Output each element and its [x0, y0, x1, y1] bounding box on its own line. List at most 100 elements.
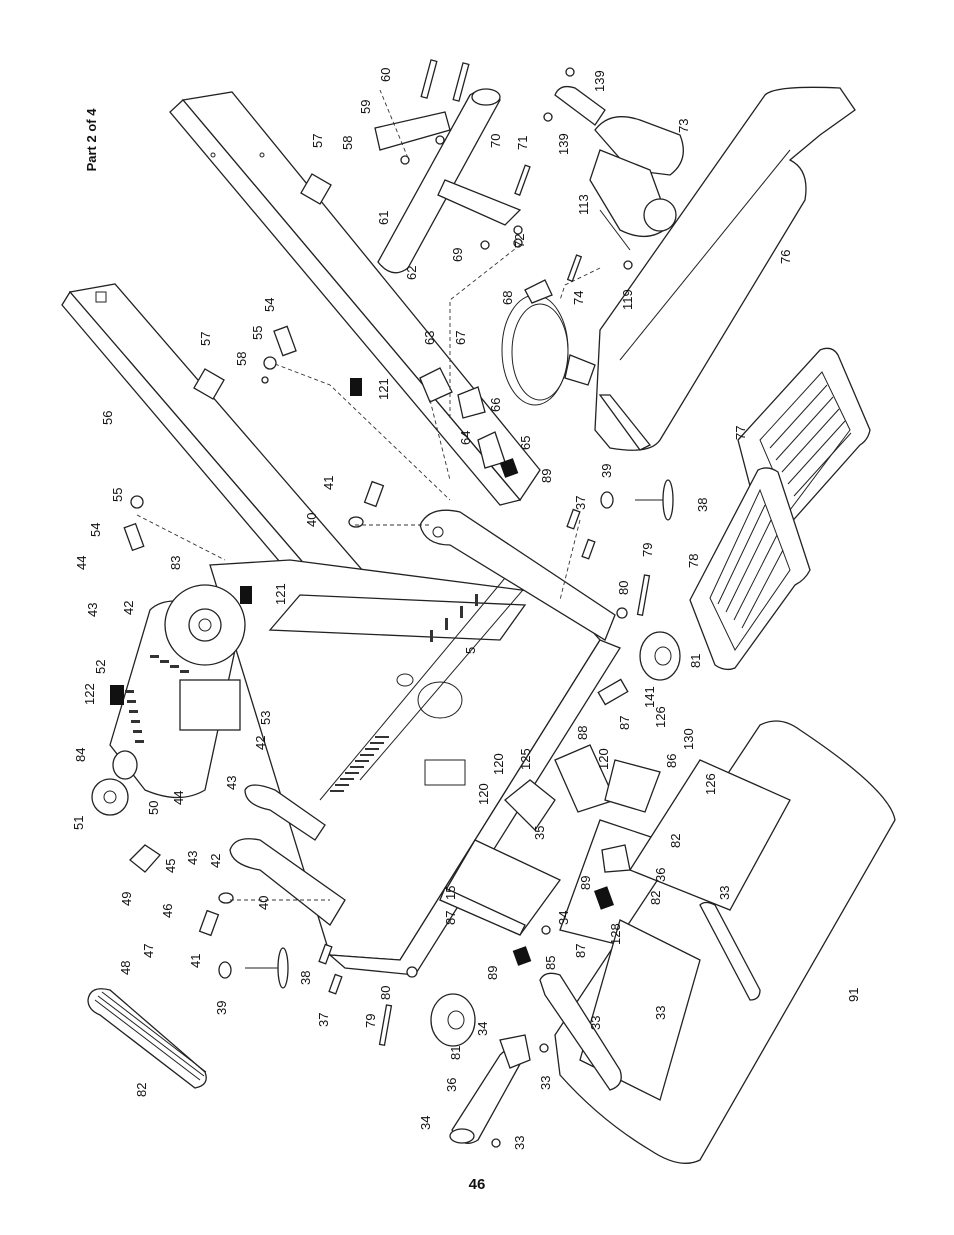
callout-66: 66 — [488, 398, 503, 412]
callout-130b: 130 — [681, 728, 696, 750]
callout-44b: 44 — [171, 791, 186, 805]
callout-83: 83 — [168, 556, 183, 570]
callout-139: 139 — [592, 70, 607, 92]
callout-49: 49 — [119, 892, 134, 906]
callout-85c: 33 — [588, 1016, 603, 1030]
deck-frame-91 — [539, 720, 896, 1164]
callout-44: 44 — [74, 556, 89, 570]
callout-126c: 126 — [703, 773, 718, 795]
front-roller-36 — [449, 1034, 531, 1144]
callout-126: 128 — [608, 923, 623, 945]
callout-54: 54 — [262, 298, 277, 312]
handle-bracket — [244, 784, 326, 841]
callout-53: 53 — [258, 711, 273, 725]
callout-119: 119 — [620, 289, 635, 310]
callout-121b: 121 — [273, 583, 288, 605]
callout-87: 87 — [443, 911, 458, 925]
callout-63: 63 — [422, 331, 437, 345]
callout-52: 52 — [93, 660, 108, 674]
part-125 — [504, 779, 556, 832]
callout-70: 70 — [488, 134, 503, 148]
callout-76: 76 — [778, 250, 793, 264]
motor-hood-76 — [594, 86, 856, 451]
lift-motor-73 — [554, 85, 684, 251]
callout-34b: 34 — [418, 1116, 433, 1130]
callout-58: 58 — [340, 136, 355, 150]
switch-63 — [419, 367, 453, 403]
assembly-leader-lines — [136, 89, 601, 901]
callout-84: 84 — [73, 748, 88, 762]
part-label-text: Part 2 of 4 — [84, 108, 99, 172]
callout-42: 42 — [121, 601, 136, 615]
callout-85b: 33 — [653, 1006, 668, 1020]
callout-42c: 42 — [208, 854, 223, 868]
callout-88: 88 — [575, 726, 590, 740]
callout-45: 45 — [163, 859, 178, 873]
callout-122: 122 — [82, 683, 97, 705]
callout-120c: 120 — [596, 748, 611, 770]
callout-121: 121 — [376, 378, 391, 400]
callouts: 60 59 57 58 70 71 61 72 69 62 139 139 73… — [71, 68, 861, 1150]
upright-plate-left — [229, 838, 346, 926]
vent-slots — [330, 594, 478, 792]
callout-129: 34 — [556, 911, 571, 925]
callout-86: 86 — [664, 754, 679, 768]
callout-59: 59 — [358, 100, 373, 114]
callout-72: 72 — [512, 234, 527, 248]
callout-87c: 87 — [617, 716, 632, 730]
callout-43: 43 — [85, 603, 100, 617]
callout-130: 85 — [543, 956, 558, 970]
callout-35: 35 — [532, 826, 547, 840]
callout-67: 67 — [453, 331, 468, 345]
callout-120: 120 — [476, 783, 491, 805]
callout-81b: 81 — [448, 1046, 463, 1060]
sensor-magnet-51 — [91, 778, 129, 816]
callout-89b: 89 — [485, 966, 500, 980]
callout-54b: 54 — [88, 523, 103, 537]
callout-48: 48 — [118, 961, 133, 975]
callout-69: 69 — [450, 248, 465, 262]
page-number: 46 — [468, 1176, 486, 1193]
callout-15: 15 — [443, 886, 458, 900]
frame-rail-upper — [169, 91, 541, 506]
callout-37b: 37 — [316, 1013, 331, 1027]
callout-80: 80 — [616, 581, 631, 595]
roller-62 — [377, 88, 522, 274]
callout-91: 91 — [846, 988, 861, 1002]
callout-87b: 87 — [573, 944, 588, 958]
grille-78 — [689, 467, 811, 671]
callout-43b: 43 — [224, 776, 239, 790]
callout-39: 39 — [599, 464, 614, 478]
callout-80b: 80 — [378, 986, 393, 1000]
callout-34: 34 — [475, 1022, 490, 1036]
callout-39b: 39 — [214, 1001, 229, 1015]
callout-41: 41 — [321, 476, 336, 490]
callout-55: 55 — [250, 326, 265, 340]
callout-61: 61 — [376, 211, 391, 225]
callout-62: 62 — [404, 266, 419, 280]
callout-141: 141 — [642, 686, 657, 708]
callout-79: 79 — [640, 543, 655, 557]
callout-85: 33 — [717, 886, 732, 900]
callout-73: 73 — [676, 119, 691, 133]
page-part-label: Part 2 of 4 — [82, 70, 102, 210]
callout-139b: 139 — [556, 133, 571, 155]
callout-82: 82 — [134, 1083, 149, 1097]
drive-motor-52 — [109, 584, 246, 799]
leveling-foot-38-right — [635, 479, 674, 521]
callout-57b: 57 — [198, 332, 213, 346]
callout-51: 51 — [71, 816, 86, 830]
callout-37: 37 — [573, 496, 588, 510]
callout-42b: 42 — [253, 736, 268, 750]
callout-38: 38 — [695, 498, 710, 512]
hardware — [123, 59, 651, 1148]
power-cord-68 — [501, 279, 596, 406]
callout-126b: 126 — [653, 706, 668, 728]
callout-40b: 40 — [256, 896, 271, 910]
callout-77: 77 — [733, 426, 748, 440]
belt-82 — [87, 988, 207, 1089]
callout-55b: 55 — [110, 488, 125, 502]
callout-41b: 41 — [188, 954, 203, 968]
callout-65: 65 — [518, 436, 533, 450]
callout-74: 74 — [571, 291, 586, 305]
